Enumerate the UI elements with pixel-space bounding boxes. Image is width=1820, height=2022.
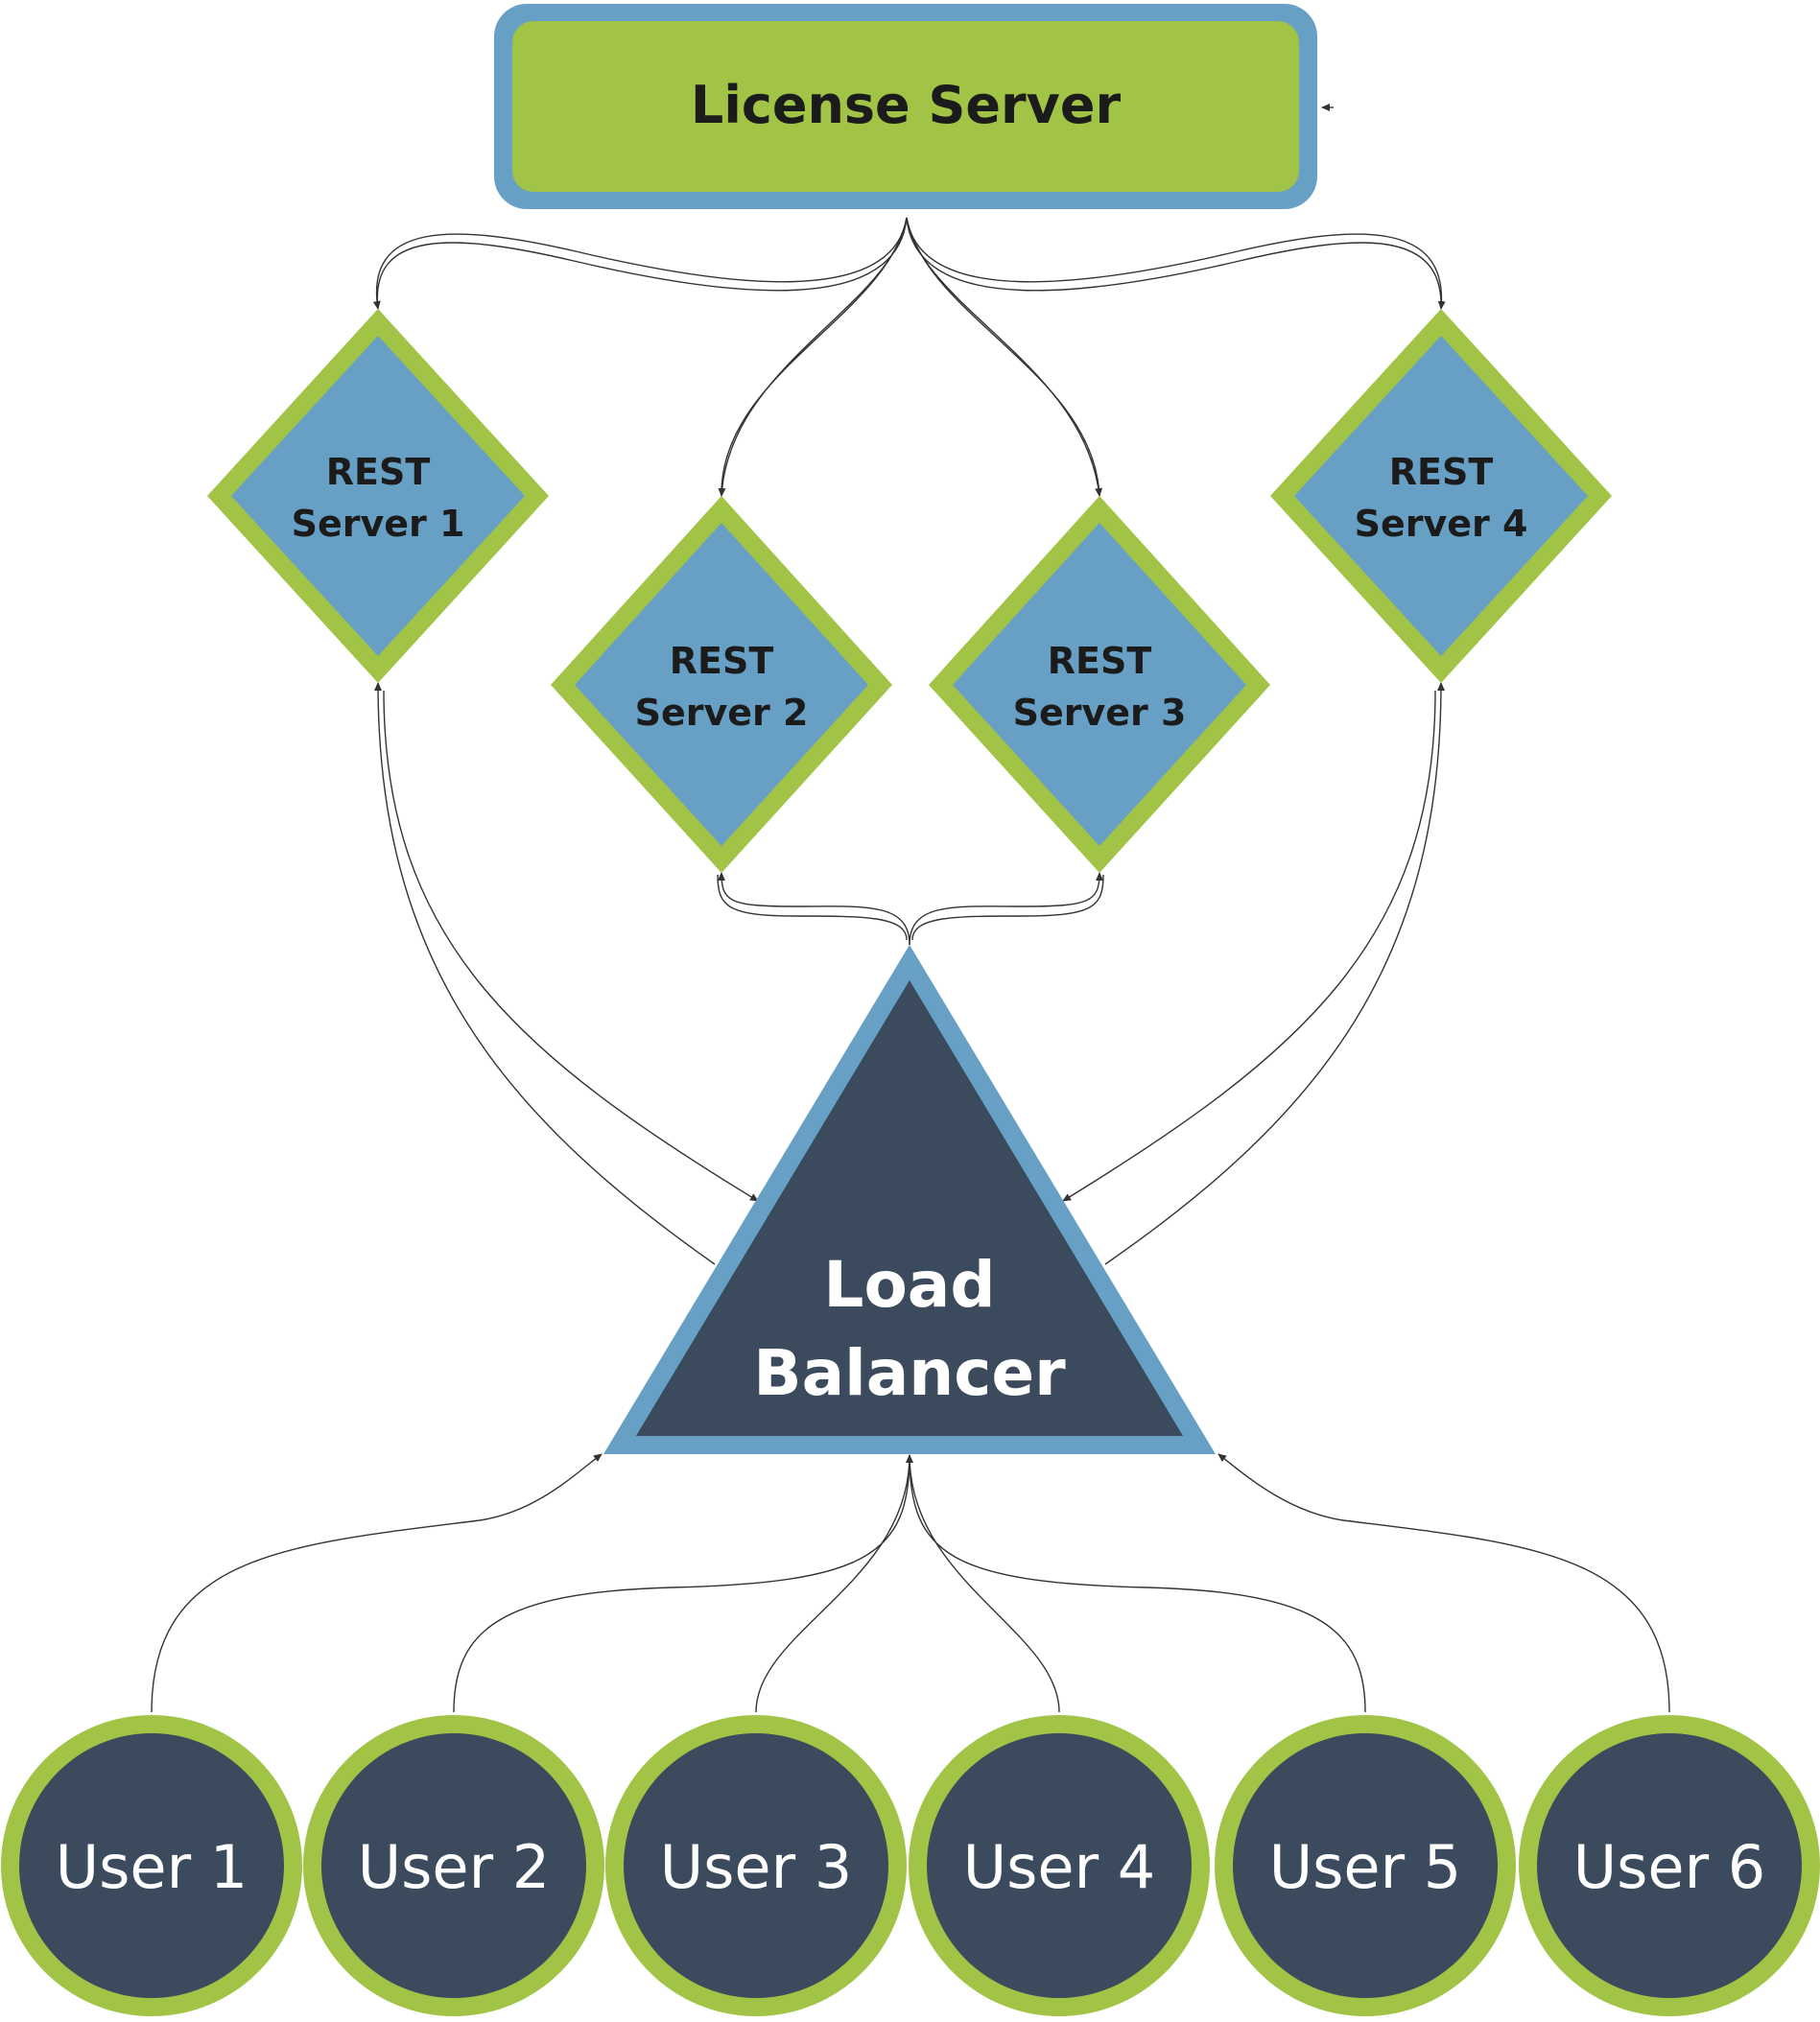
user-4-body [927, 1733, 1192, 1998]
connector-balancer-rest1 [374, 682, 716, 1265]
rest-server-3-label-line1: REST [1048, 640, 1152, 682]
load-balancer-label-line2: Balancer [753, 1336, 1066, 1410]
user-1-body [19, 1733, 284, 1998]
connector-balancer-rest1-return [383, 690, 759, 1202]
rest-server-1-label-line1: REST [326, 451, 431, 493]
rest-server-3[interactable]: REST Server 3 [929, 496, 1270, 873]
license-server-node[interactable]: License Server [494, 4, 1317, 209]
connector-balancer-rest2-return [717, 874, 908, 941]
rest-server-2-label-line2: Server 2 [635, 692, 809, 734]
user-connectors [151, 1453, 1670, 1713]
rest-server-4-body [1294, 336, 1588, 656]
load-balancer-body [636, 980, 1183, 1436]
connector-license-rest3 [906, 217, 1103, 497]
user-6-label: User 6 [1573, 1832, 1765, 1902]
connector-user6-balancer [1217, 1453, 1670, 1713]
rest-server-3-label-line2: Server 3 [1013, 692, 1187, 734]
load-balancer-node[interactable]: Load Balancer [603, 945, 1216, 1454]
connector-user4-balancer [909, 1454, 1060, 1713]
connector-user2-balancer [453, 1454, 913, 1713]
user-4-label: User 4 [963, 1832, 1155, 1902]
rest-server-2-body [575, 523, 868, 846]
user-2-label: User 2 [358, 1832, 550, 1902]
load-balancer-label-line1: Load [823, 1248, 995, 1322]
connector-license-rest2-return [721, 217, 908, 497]
user-3-label: User 3 [660, 1832, 852, 1902]
rest-server-3-body [953, 523, 1246, 846]
rest-server-4-label-line1: REST [1389, 451, 1494, 493]
connector-license-rest1 [372, 217, 908, 310]
user-node-3[interactable]: User 3 [605, 1715, 907, 2016]
rest-server-2-label-line1: REST [670, 640, 774, 682]
connector-balancer-rest2 [718, 872, 910, 946]
user-6-body [1537, 1733, 1802, 1998]
connector-balancer-rest4-return [1062, 690, 1436, 1202]
license-server-label: License Server [691, 75, 1122, 135]
connector-balancer-rest4 [1104, 682, 1445, 1265]
rest-server-1-label-line2: Server 1 [292, 503, 465, 545]
connector-license-rest4-return [906, 217, 1442, 310]
connector-license-rest3-return [906, 217, 1100, 497]
connector-balancer-rest3-return [911, 874, 1104, 941]
connector-license-rest2 [718, 217, 908, 497]
rest-server-1[interactable]: REST Server 1 [207, 309, 549, 683]
user-5-label: User 5 [1269, 1832, 1461, 1902]
user-3-body [624, 1733, 888, 1998]
rest-server-4[interactable]: REST Server 4 [1270, 309, 1612, 683]
user-node-5[interactable]: User 5 [1215, 1715, 1516, 2016]
user-node-2[interactable]: User 2 [303, 1715, 604, 2016]
rest-server-2[interactable]: REST Server 2 [551, 496, 892, 873]
connector-license-rest1-return [376, 217, 908, 310]
user-node-6[interactable]: User 6 [1519, 1715, 1820, 2016]
user-node-1[interactable]: User 1 [1, 1715, 302, 2016]
user-2-body [321, 1733, 586, 1998]
connector-user5-balancer [909, 1454, 1366, 1713]
connector-balancer-rest3 [909, 872, 1103, 946]
connector-user1-balancer [151, 1453, 603, 1713]
rest-server-4-label-line2: Server 4 [1355, 503, 1528, 545]
user-5-body [1233, 1733, 1498, 1998]
user-node-4[interactable]: User 4 [909, 1715, 1210, 2016]
user-1-label: User 1 [56, 1832, 248, 1902]
connector-license-rest4 [906, 217, 1446, 310]
connector-user3-balancer [755, 1454, 910, 1713]
license-server-body [512, 21, 1299, 192]
rest-server-1-body [231, 336, 525, 656]
balancer-connectors [374, 682, 1445, 1265]
license-connectors [372, 104, 1446, 497]
